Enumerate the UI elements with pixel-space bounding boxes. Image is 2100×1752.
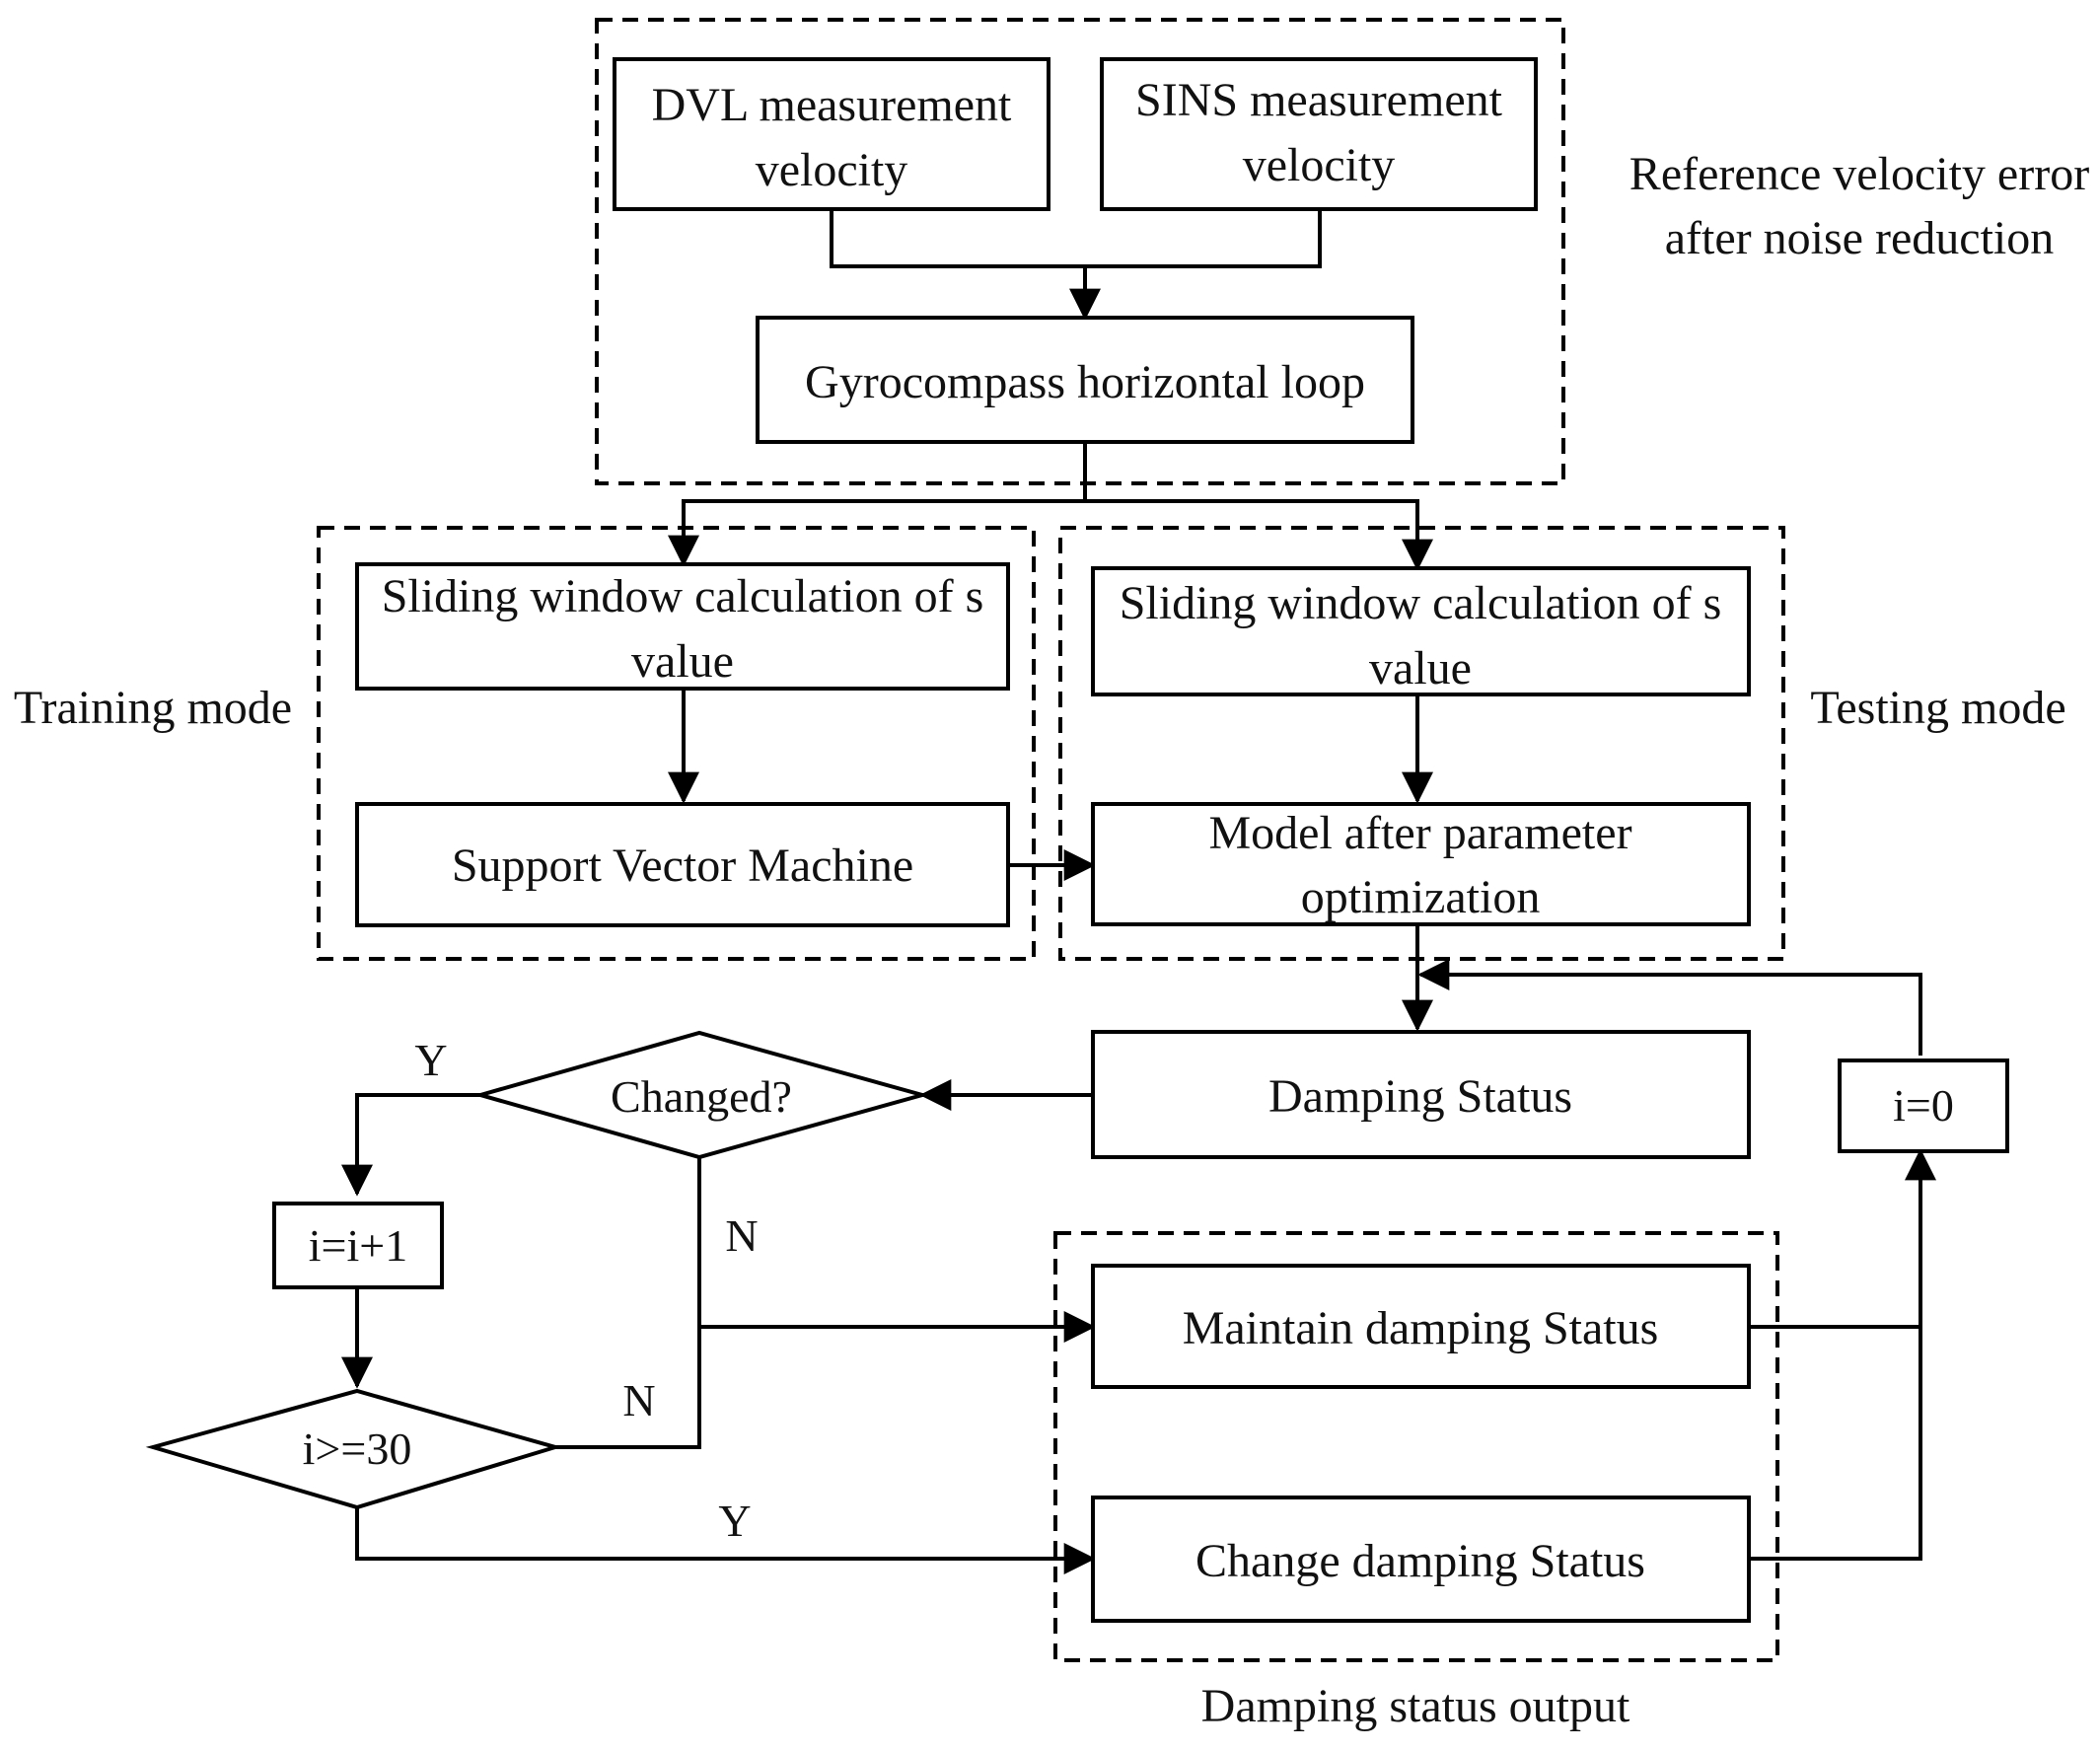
changed-no-arrow — [697, 1157, 1096, 1343]
maintain-label: Maintain damping Status — [1183, 1302, 1659, 1354]
maintain-box — [1091, 1264, 1751, 1389]
sw-train-label-line2: value — [631, 635, 734, 688]
sw-test-label-line2: value — [1369, 642, 1472, 694]
change-label: Change damping Status — [1195, 1535, 1645, 1587]
testing-mode-label: Testing mode — [1810, 682, 2065, 734]
changed-no-label: N — [725, 1210, 758, 1261]
changed-decision — [472, 1030, 930, 1160]
increment-box — [272, 1202, 444, 1289]
damping-output-label: Damping status output — [1201, 1680, 1630, 1732]
dvl-label-line1: DVL measurement — [652, 79, 1012, 131]
change-to-reset-line — [1749, 1327, 1922, 1561]
gyro-split-line — [682, 499, 1419, 568]
threshold-decision-label: i>=30 — [303, 1424, 412, 1474]
increment-label: i=i+1 — [309, 1220, 407, 1271]
model-label-line2: optimization — [1301, 871, 1541, 923]
sw-train-label-line1: Sliding window calculation of s — [382, 570, 984, 622]
reset-feedback-arrow — [1417, 959, 1922, 1056]
sw-test-box — [1091, 566, 1751, 696]
reference-group-frame — [595, 18, 1565, 485]
training-group-frame — [317, 526, 1036, 961]
dvl-box — [613, 57, 1050, 211]
reset-box — [1838, 1058, 2009, 1153]
dvl-sins-join-line — [830, 209, 1322, 268]
ge30-yes-arrow — [355, 1507, 1096, 1574]
sins-label-line2: velocity — [1243, 139, 1396, 191]
changed-yes-label: Y — [414, 1035, 447, 1085]
output-group-frame — [1053, 1231, 1779, 1662]
reference-group-label-line1: Reference velocity error — [1629, 148, 2089, 200]
gyro-label: Gyrocompass horizontal loop — [805, 356, 1365, 408]
damping-status-box — [1091, 1030, 1751, 1159]
model-box — [1091, 802, 1751, 926]
changed-decision-label: Changed? — [611, 1071, 792, 1122]
threshold-yes-label: Y — [718, 1496, 751, 1546]
threshold-decision — [145, 1388, 563, 1510]
ge30-no-line — [555, 1327, 701, 1449]
dvl-label-line2: velocity — [756, 144, 908, 196]
sins-box — [1100, 57, 1538, 211]
model-label-line1: Model after parameter — [1208, 807, 1631, 859]
sins-label-line1: SINS measurement — [1135, 74, 1503, 126]
change-box — [1091, 1496, 1751, 1623]
svm-box — [355, 802, 1010, 927]
training-mode-label: Training mode — [14, 682, 292, 734]
damping-status-label: Damping Status — [1268, 1070, 1572, 1123]
svm-label: Support Vector Machine — [452, 840, 913, 892]
changed-yes-arrow — [341, 1093, 480, 1197]
gyro-box — [756, 316, 1414, 444]
sw-train-box — [355, 562, 1010, 691]
threshold-no-label: N — [622, 1375, 655, 1425]
maintain-to-reset-arrow — [1749, 1148, 1936, 1329]
reference-group-label-line2: after noise reduction — [1665, 212, 2055, 264]
sw-test-label-line1: Sliding window calculation of s — [1120, 577, 1722, 629]
reset-label: i=0 — [1893, 1080, 1954, 1131]
